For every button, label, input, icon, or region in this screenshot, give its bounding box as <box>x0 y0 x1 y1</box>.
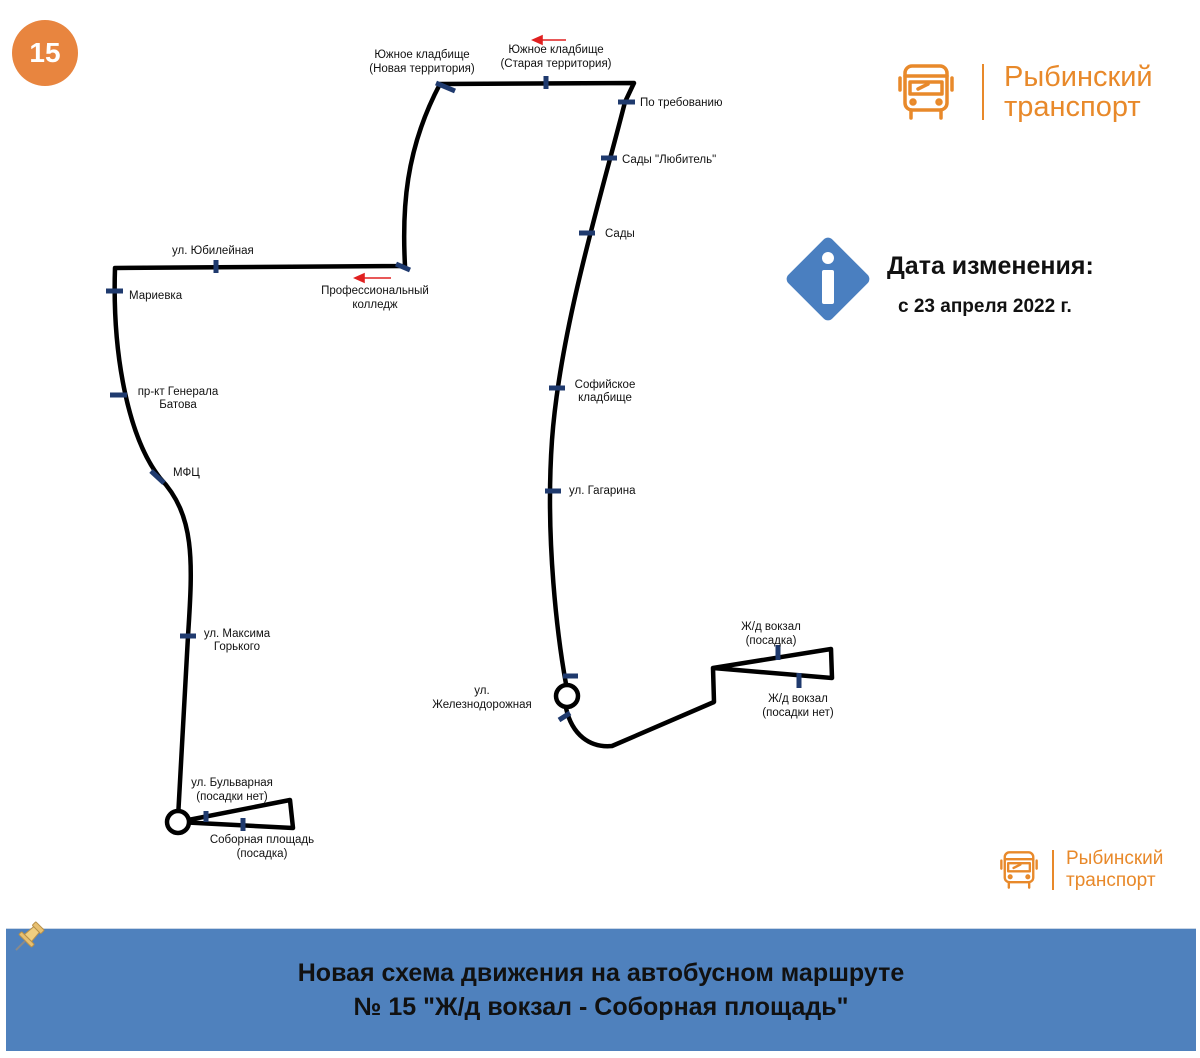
bus-icon <box>898 64 954 120</box>
terminal-circle-sobornaya <box>164 808 192 836</box>
stop-label-sobornaya: Соборная площадь(посадка) <box>210 834 314 860</box>
stop-marker <box>557 710 572 723</box>
route-line <box>112 80 835 831</box>
stop-marker <box>149 469 166 485</box>
info-title: Дата изменения: <box>887 252 1094 280</box>
bus-icon <box>1000 851 1038 889</box>
title-banner: Новая схема движения на автобусном маршр… <box>6 928 1196 1051</box>
stop-label-mfc: МФЦ <box>173 467 200 479</box>
logo-text-line1: Рыбинский <box>1004 61 1153 93</box>
direction-arrow <box>353 272 391 284</box>
stop-label-sady-lyubitel: Сады "Любитель" <box>622 154 716 166</box>
logo-divider <box>982 64 984 120</box>
stop-label-sady: Сады <box>605 228 635 240</box>
logo-divider <box>1052 850 1054 890</box>
pushpin-icon <box>15 921 45 951</box>
stop-label-yuzhnoe-old: Южное кладбище(Старая территория) <box>500 44 611 70</box>
terminal-circle-zheleznodorozhnaya <box>553 682 581 710</box>
route-number-badge: 15 <box>12 20 78 86</box>
direction-arrow <box>531 34 566 46</box>
stop-marker <box>435 80 456 94</box>
stop-label-yuzhnoe-new: Южное кладбище(Новая территория) <box>369 49 475 75</box>
stop-label-vokzal-net: Ж/д вокзал(посадки нет) <box>762 693 834 719</box>
stop-label-gagarina: ул. Гагарина <box>569 485 636 497</box>
logo-text-line2: транспорт <box>1004 91 1141 123</box>
stop-marker <box>395 261 411 273</box>
stop-label-bulvarnaya: ул. Бульварная(посадки нет) <box>191 777 273 803</box>
info-date: с 23 апреля 2022 г. <box>898 296 1072 317</box>
brand-logo-bottom: Рыбинский транспорт <box>1000 848 1163 892</box>
stop-label-po-trebovaniyu: По требованию <box>640 97 723 109</box>
logo-text-line2: транспорт <box>1066 870 1156 891</box>
banner-line1: Новая схема движения на автобусном маршр… <box>297 959 905 987</box>
direction-arrows <box>353 34 566 284</box>
stop-label-vokzal-posadka: Ж/д вокзал(посадка) <box>741 621 801 647</box>
stop-label-yubileynaya: ул. Юбилейная <box>172 245 254 257</box>
logo-text-line1: Рыбинский <box>1066 848 1164 869</box>
brand-logo-top: Рыбинский транспорт <box>898 62 1153 122</box>
banner-line2: № 15 "Ж/д вокзал - Соборная площадь" <box>353 993 849 1021</box>
stop-label-marievka: Мариевка <box>129 290 183 302</box>
stop-label-zheleznodorozhnaya: ул.Железнодорожная <box>432 685 532 711</box>
info-diamond-icon <box>786 237 870 321</box>
stop-markers <box>106 76 802 831</box>
